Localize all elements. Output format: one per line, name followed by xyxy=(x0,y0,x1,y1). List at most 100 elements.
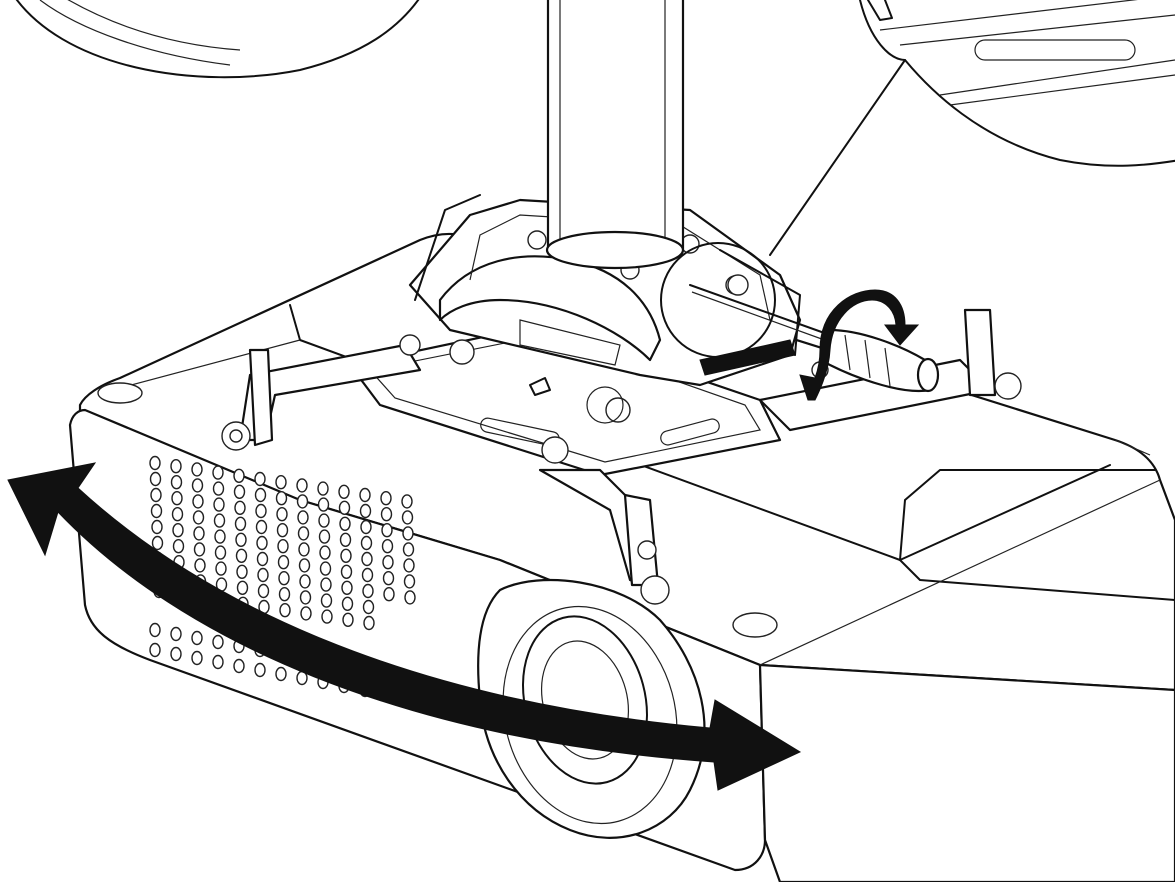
vent-hole xyxy=(362,583,374,599)
vent-hole xyxy=(255,519,268,535)
vent-hole xyxy=(298,558,311,573)
vent-hole xyxy=(191,630,203,646)
vent-hole xyxy=(171,507,184,522)
vent-hole xyxy=(341,596,354,611)
vent-hole xyxy=(170,459,182,474)
vent-hole xyxy=(254,662,266,678)
vent-hole xyxy=(340,548,352,563)
vent-hole xyxy=(382,571,395,586)
vent-hole xyxy=(257,583,270,599)
vent-hole xyxy=(191,650,203,666)
vent-hole xyxy=(234,500,246,515)
vent-hole xyxy=(296,478,308,493)
vent-hole xyxy=(235,532,247,547)
vent-hole xyxy=(149,455,161,471)
vent-hole xyxy=(276,507,288,522)
vent-hole xyxy=(192,510,205,525)
vent-hole xyxy=(319,561,332,576)
vent-grille-icon xyxy=(149,455,416,706)
vent-hole xyxy=(151,519,163,535)
vent-hole xyxy=(170,626,182,642)
vent-hole xyxy=(150,487,162,503)
vent-hole xyxy=(275,666,287,682)
vent-hole xyxy=(299,590,312,605)
vent-hole xyxy=(256,551,269,567)
vent-hole xyxy=(401,510,414,525)
vent-hole xyxy=(360,535,373,551)
vent-hole xyxy=(149,471,162,487)
screwdriver-icon xyxy=(689,284,940,393)
vent-hole xyxy=(297,510,309,525)
vent-hole xyxy=(340,564,353,579)
vent-hole xyxy=(278,571,290,586)
vent-hole xyxy=(380,491,392,506)
vent-hole xyxy=(383,587,395,602)
vent-hole xyxy=(339,516,351,531)
vent-hole xyxy=(191,478,204,493)
vent-hole xyxy=(254,487,267,503)
vent-hole xyxy=(296,494,309,509)
vent-hole xyxy=(318,513,330,528)
vent-hole xyxy=(342,612,354,627)
vent-hole xyxy=(381,539,394,554)
vent-hole xyxy=(233,658,245,674)
vent-hole xyxy=(212,481,225,496)
vent-hole xyxy=(277,539,289,554)
vent-hole xyxy=(193,542,206,557)
vent-hole xyxy=(257,567,269,583)
vent-hole xyxy=(172,539,185,554)
vent-hole xyxy=(359,487,371,503)
vent-hole xyxy=(380,507,393,522)
vent-hole xyxy=(321,609,333,624)
vent-hole xyxy=(339,532,352,547)
vent-hole xyxy=(276,523,289,538)
vent-hole xyxy=(172,523,184,538)
vent-hole xyxy=(191,462,203,477)
vent-hole xyxy=(212,654,224,670)
vent-hole xyxy=(213,497,225,512)
vent-hole xyxy=(193,526,205,541)
vent-hole xyxy=(381,523,393,538)
vent-hole xyxy=(359,503,372,519)
vent-hole xyxy=(256,535,268,551)
vent-hole xyxy=(235,548,248,563)
vent-hole xyxy=(361,551,373,567)
vent-hole xyxy=(149,622,161,638)
vent-hole xyxy=(318,529,331,544)
vent-hole xyxy=(233,484,246,499)
vent-hole xyxy=(255,503,267,519)
rotation-arrow-icon xyxy=(799,289,920,401)
vent-hole xyxy=(170,475,183,490)
vent-hole xyxy=(360,519,372,535)
vent-hole xyxy=(320,593,333,608)
vent-hole xyxy=(363,615,375,631)
vent-hole xyxy=(298,542,310,557)
vent-hole xyxy=(361,567,374,583)
vent-hole xyxy=(319,545,331,560)
vent-hole xyxy=(300,606,312,621)
vent-hole xyxy=(338,484,350,499)
vent-hole xyxy=(194,558,206,573)
vent-hole xyxy=(404,590,416,605)
vent-hole xyxy=(215,561,227,576)
vent-hole xyxy=(254,471,266,487)
vent-hole xyxy=(402,542,415,557)
vent-hole xyxy=(382,555,394,570)
vent-hole xyxy=(275,491,288,506)
vent-hole xyxy=(233,468,245,483)
detail-callout-circle-icon xyxy=(660,242,776,358)
ceiling-pole-icon xyxy=(545,0,685,270)
vent-hole xyxy=(214,545,227,560)
vent-hole xyxy=(278,587,291,602)
vent-hole xyxy=(236,564,248,579)
vent-hole xyxy=(403,574,416,589)
vent-hole xyxy=(214,529,226,544)
swivel-head-icon xyxy=(408,194,802,387)
vent-hole xyxy=(212,465,224,480)
vent-hole xyxy=(192,494,204,509)
vent-hole xyxy=(170,646,182,662)
vent-hole xyxy=(279,603,291,618)
vent-hole xyxy=(317,481,329,496)
